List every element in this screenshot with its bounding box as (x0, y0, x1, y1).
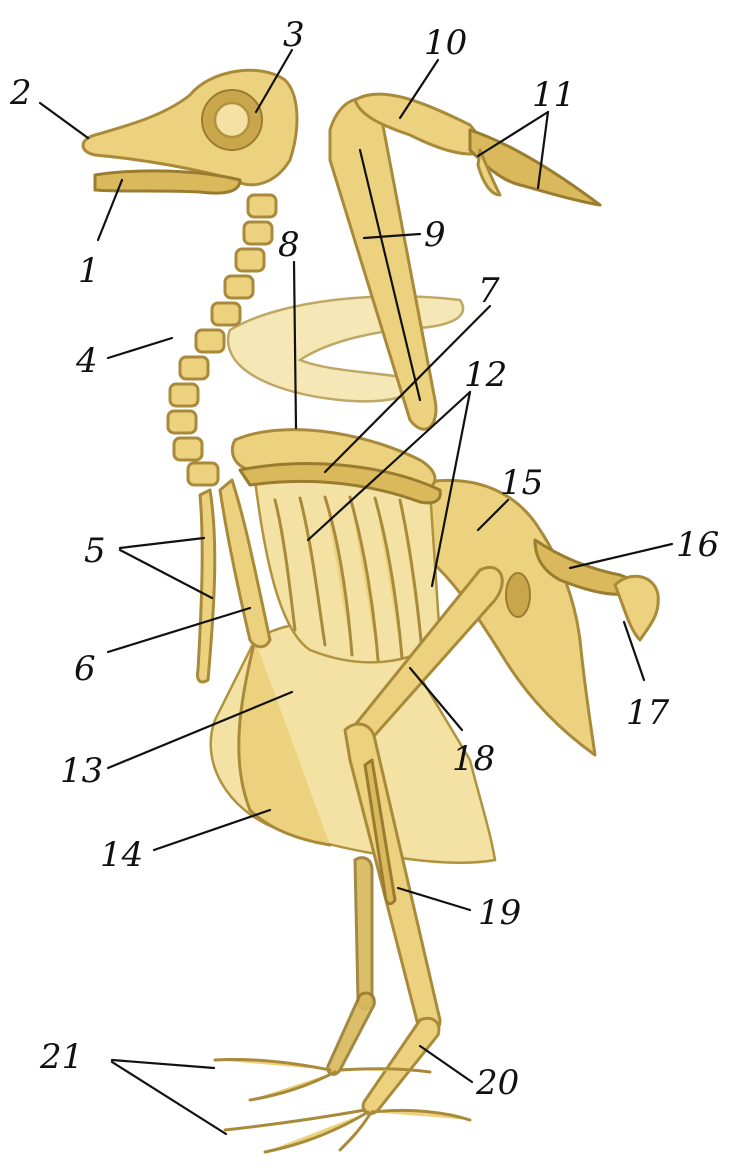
leader-14 (154, 810, 270, 850)
label-4: 4 (75, 341, 98, 381)
leader-2 (40, 103, 88, 138)
label-14: 14 (100, 835, 143, 875)
label-17: 17 (626, 693, 670, 733)
label-19: 19 (478, 893, 521, 933)
leader-5a (120, 538, 204, 548)
label-20: 20 (475, 1063, 519, 1103)
leader-5b (120, 550, 212, 598)
label-6: 6 (74, 649, 96, 689)
far-leg (355, 858, 372, 1009)
leader-21a (112, 1060, 214, 1068)
label-7: 7 (478, 271, 500, 311)
far-leg-lower (328, 993, 375, 1074)
skull (83, 70, 297, 185)
hand-bones (470, 130, 600, 205)
leader-6 (108, 608, 250, 652)
label-10: 10 (424, 23, 467, 63)
leader-20 (420, 1046, 472, 1082)
pygostyle (615, 576, 658, 640)
label-13: 13 (60, 751, 103, 791)
pelvis-foramen (506, 573, 530, 617)
label-16: 16 (676, 525, 719, 565)
label-1: 1 (78, 251, 100, 291)
label-15: 15 (500, 463, 543, 503)
label-9: 9 (424, 215, 446, 255)
label-18: 18 (452, 739, 495, 779)
furcula (197, 490, 214, 682)
label-8: 8 (278, 225, 300, 265)
lower-jaw (95, 171, 240, 193)
label-21: 21 (39, 1037, 83, 1077)
leader-8 (294, 262, 296, 428)
tarsometatarsus (363, 1018, 439, 1113)
label-11: 11 (532, 75, 575, 115)
toes (215, 1059, 470, 1152)
label-12: 12 (464, 355, 507, 395)
label-2: 2 (9, 73, 32, 113)
leader-16 (570, 544, 672, 568)
label-5: 5 (84, 531, 106, 571)
skeleton-illustration (83, 70, 658, 1152)
leader-21b (112, 1062, 226, 1134)
label-3: 3 (283, 15, 305, 55)
sclerotic-ring (215, 103, 249, 137)
leader-4 (108, 338, 172, 358)
